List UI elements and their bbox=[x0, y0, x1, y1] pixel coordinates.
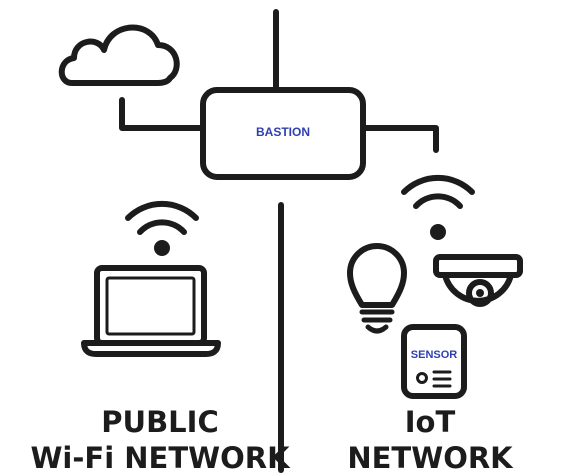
public-network-line1: PUBLIC bbox=[101, 405, 219, 439]
public-network-line2: Wi-Fi NETWORK bbox=[30, 441, 290, 475]
iot-network-label: IoT NETWORK bbox=[330, 404, 530, 476]
cloud-router-connector bbox=[119, 97, 205, 131]
iot-network-line1: IoT bbox=[404, 405, 456, 439]
router-icon bbox=[200, 87, 366, 180]
cloud-icon bbox=[58, 24, 180, 86]
iot-network-line2: NETWORK bbox=[347, 441, 513, 475]
wifi-icon bbox=[125, 200, 199, 256]
sensor-label: SENSOR bbox=[410, 349, 458, 361]
public-network-label: PUBLIC Wi-Fi NETWORK bbox=[30, 404, 290, 476]
router-label: BASTION bbox=[256, 125, 310, 139]
sensor-icon bbox=[401, 324, 467, 399]
wifi-icon bbox=[401, 174, 475, 240]
lightbulb-icon bbox=[347, 243, 407, 334]
laptop-icon bbox=[81, 265, 221, 357]
security-camera-icon bbox=[433, 254, 523, 307]
router-iot-connector bbox=[360, 125, 439, 153]
